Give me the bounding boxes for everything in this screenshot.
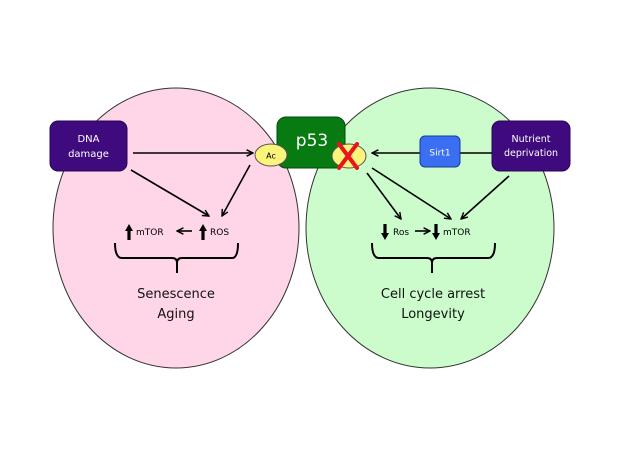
arrow-dna-to-ros	[130, 169, 209, 216]
cross-icon	[337, 142, 359, 170]
left-outcome-line2: Aging	[157, 307, 194, 322]
p53-node	[276, 116, 346, 169]
sirt1-label: Sirt1	[429, 149, 450, 159]
right-outcome-line1: Cell cycle arrest	[381, 287, 485, 302]
nutrient-label-line2: deprivation	[504, 148, 558, 159]
up-arrow-icon	[199, 224, 207, 240]
right-mtor-label: mTOR	[443, 228, 471, 238]
up-arrow-icon	[125, 224, 133, 240]
right-ros-label: Ros	[393, 228, 409, 238]
left-outcome-line1: Senescence	[137, 287, 215, 302]
acetyl-left-label: Ac	[266, 152, 276, 161]
nutrient-deprivation-node	[491, 120, 571, 172]
arrow-ac-to-ros-down	[366, 172, 401, 219]
bracket-right	[371, 242, 496, 273]
left-mtor-label: mTOR	[136, 228, 164, 238]
arrow-ac-to-ros	[222, 164, 251, 216]
p53-label: p53	[296, 131, 328, 151]
nutrient-label-line1: Nutrient	[512, 134, 551, 145]
down-arrow-icon	[381, 224, 389, 240]
bracket-left	[114, 242, 239, 273]
dna-damage-label-line1: DNA	[77, 134, 99, 145]
arrow-ac-to-mtor-down	[371, 167, 451, 219]
arrow-nutrient-to-mtor	[461, 175, 510, 219]
acetyl-group-left	[254, 143, 288, 167]
sirt1-node	[419, 135, 461, 168]
down-arrow-icon	[432, 224, 440, 240]
right-outcome-line2: Longevity	[401, 307, 465, 322]
left-ros-label: ROS	[210, 228, 229, 238]
dna-damage-label-line2: damage	[68, 149, 109, 160]
dna-damage-node	[49, 120, 128, 172]
